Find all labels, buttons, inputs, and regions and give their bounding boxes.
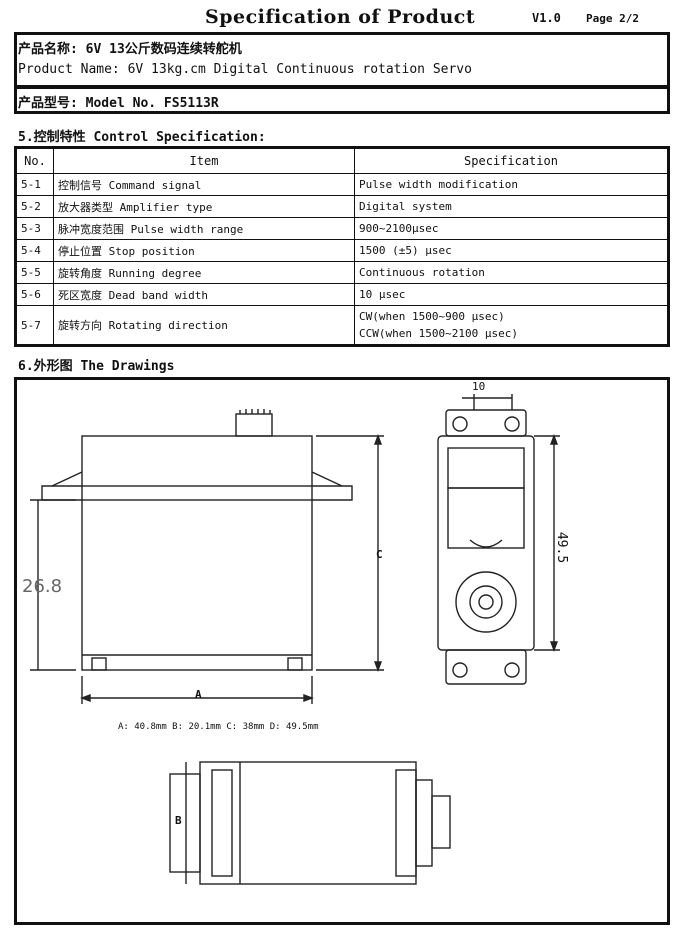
page-number: Page 2/2 (586, 12, 639, 25)
model-number: 产品型号: Model No. FS5113R (18, 96, 219, 111)
dim-height-value: 26.8 (22, 576, 63, 597)
table-row: 5-4 停止位置 Stop position 1500 (±5) μsec (15, 239, 669, 262)
row-spec: CW(when 1500~900 μsec) CCW(when 1500~210… (354, 305, 669, 346)
front-view-drawing (30, 409, 384, 704)
row-item: 脉冲宽度范围 Pulse width range (53, 217, 355, 240)
spec-line: CW(when 1500~900 μsec) (359, 310, 505, 323)
dim-label-c: C (376, 548, 383, 561)
row-spec: Pulse width modification (354, 173, 669, 196)
spec-line: CCW(when 1500~2100 μsec) (359, 327, 518, 340)
table-row: 5-2 放大器类型 Amplifier type Digital system (15, 195, 669, 218)
dim-side-height: 49.5 (554, 531, 570, 564)
row-no: 5-7 (15, 305, 54, 346)
drawings-title: 6.外形图 The Drawings (18, 359, 175, 374)
row-no: 5-3 (15, 217, 54, 240)
col-item: Item (53, 147, 355, 174)
dim-label-a: A (195, 688, 202, 701)
control-spec-table: No. Item Specification 5-1 控制信号 Command … (14, 146, 670, 347)
product-name-en: Product Name: 6V 13kg.cm Digital Continu… (18, 62, 472, 77)
col-spec: Specification (354, 147, 669, 174)
dim-label-b: B (175, 814, 182, 827)
row-no: 5-1 (15, 173, 54, 196)
row-item: 旋转方向 Rotating direction (53, 305, 355, 346)
row-no: 5-2 (15, 195, 54, 218)
table-row: 5-1 控制信号 Command signal Pulse width modi… (15, 173, 669, 196)
row-item: 放大器类型 Amplifier type (53, 195, 355, 218)
table-header-row: No. Item Specification (15, 147, 669, 174)
table-row: 5-6 死区宽度 Dead band width 10 μsec (15, 283, 669, 306)
side-view-drawing (437, 394, 560, 685)
document-title: Specification of Product (205, 6, 476, 28)
table-row: 5-3 脉冲宽度范围 Pulse width range 900~2100μse… (15, 217, 669, 240)
table-row: 5-5 旋转角度 Running degree Continuous rotat… (15, 261, 669, 284)
row-item: 死区宽度 Dead band width (53, 283, 355, 306)
row-spec: Digital system (354, 195, 669, 218)
dimension-note: A: 40.8mm B: 20.1mm C: 38mm D: 49.5mm (118, 722, 319, 732)
version-label: V1.0 (532, 11, 561, 25)
table-row: 5-7 旋转方向 Rotating direction CW(when 1500… (15, 305, 669, 346)
product-name-cn: 产品名称: 6V 13公斤数码连续转舵机 (18, 42, 242, 57)
control-spec-title: 5.控制特性 Control Specification: (18, 130, 266, 145)
drawing-frame (14, 377, 670, 925)
dim-side-width: 10 (472, 380, 486, 393)
model-box (14, 86, 670, 114)
top-view-drawing (169, 761, 451, 885)
row-no: 5-4 (15, 239, 54, 262)
row-spec: Continuous rotation (354, 261, 669, 284)
